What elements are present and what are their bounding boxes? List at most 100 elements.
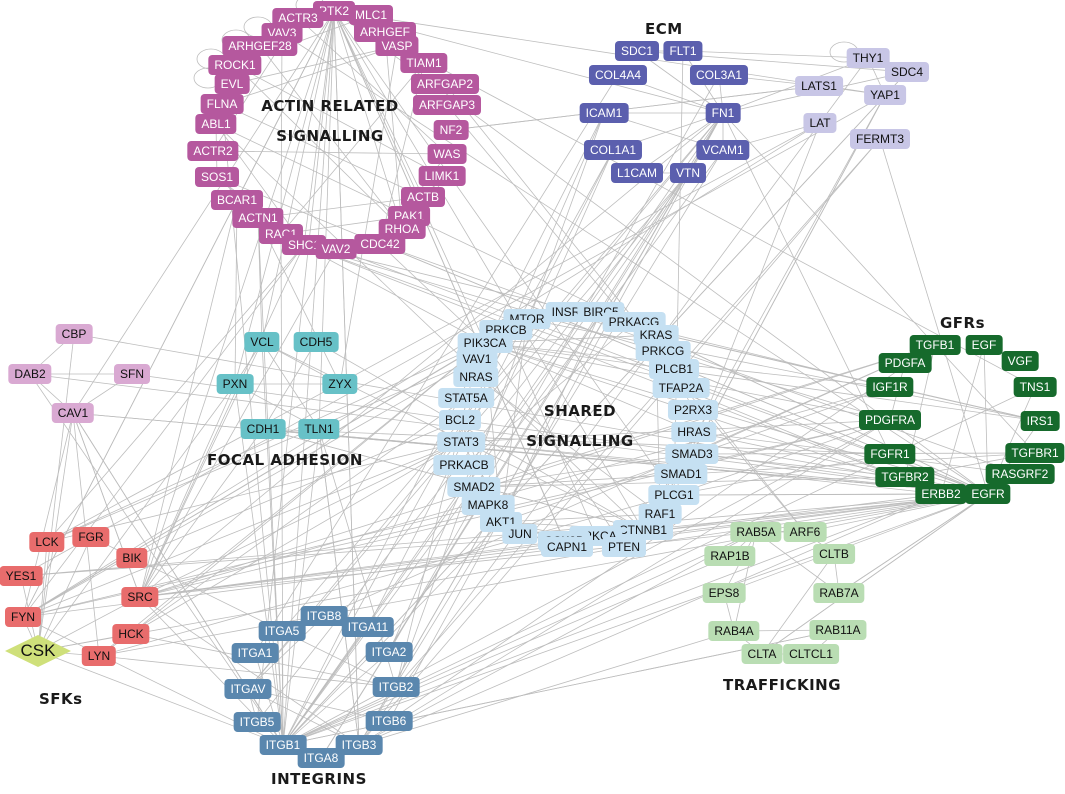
node-cdh5[interactable]: CDH5 bbox=[293, 332, 339, 352]
node-arfgap2[interactable]: ARFGAP2 bbox=[410, 74, 480, 94]
node-plcg1[interactable]: PLCG1 bbox=[648, 485, 700, 505]
node-pdgfra[interactable]: PDGFRA bbox=[858, 410, 922, 430]
node-sfn[interactable]: SFN bbox=[114, 364, 150, 384]
node-csk[interactable]: CSK bbox=[4, 634, 72, 668]
node-capn1[interactable]: CAPN1 bbox=[540, 537, 594, 557]
node-limk1[interactable]: LIMK1 bbox=[418, 166, 466, 186]
node-ctnnb1[interactable]: CTNNB1 bbox=[612, 520, 674, 540]
node-vav2[interactable]: VAV2 bbox=[315, 239, 357, 259]
node-lyn[interactable]: LYN bbox=[81, 646, 117, 666]
node-tfap2a[interactable]: TFAP2A bbox=[652, 378, 710, 398]
node-vav1[interactable]: VAV1 bbox=[456, 349, 498, 369]
node-bcl2[interactable]: BCL2 bbox=[438, 410, 482, 430]
node-hras[interactable]: HRAS bbox=[671, 422, 717, 442]
node-egf[interactable]: EGF bbox=[965, 335, 1003, 355]
node-sdc4[interactable]: SDC4 bbox=[884, 62, 930, 82]
node-rab5a[interactable]: RAB5A bbox=[730, 522, 782, 542]
node-pxn[interactable]: PXN bbox=[216, 374, 254, 394]
node-stat3[interactable]: STAT3 bbox=[437, 432, 485, 452]
node-abl1[interactable]: ABL1 bbox=[195, 114, 237, 134]
node-rab11a[interactable]: RAB11A bbox=[809, 620, 867, 640]
node-src[interactable]: SRC bbox=[121, 587, 159, 607]
node-rab7a[interactable]: RAB7A bbox=[813, 583, 865, 603]
node-cltcl1[interactable]: CLTCL1 bbox=[783, 644, 839, 664]
node-l1cam[interactable]: L1CAM bbox=[610, 163, 664, 183]
node-zyx[interactable]: ZYX bbox=[322, 374, 358, 394]
node-evl[interactable]: EVL bbox=[214, 74, 250, 94]
node-was[interactable]: WAS bbox=[427, 144, 467, 164]
node-nras[interactable]: NRAS bbox=[453, 367, 499, 387]
node-cltb[interactable]: CLTB bbox=[813, 544, 855, 564]
node-flna[interactable]: FLNA bbox=[200, 94, 244, 114]
node-rap1b[interactable]: RAP1B bbox=[704, 546, 756, 566]
node-igf1r[interactable]: IGF1R bbox=[866, 377, 914, 397]
node-itgb6[interactable]: ITGB6 bbox=[365, 711, 413, 731]
node-tns1[interactable]: TNS1 bbox=[1013, 377, 1057, 397]
node-itgb2[interactable]: ITGB2 bbox=[372, 677, 420, 697]
node-flt1[interactable]: FLT1 bbox=[663, 41, 703, 61]
node-fgfr1[interactable]: FGFR1 bbox=[864, 444, 916, 464]
node-sos1[interactable]: SOS1 bbox=[194, 167, 240, 187]
node-tiam1[interactable]: TIAM1 bbox=[400, 53, 448, 73]
node-insr[interactable]: INSR bbox=[545, 302, 587, 322]
node-fyn[interactable]: FYN bbox=[5, 607, 41, 627]
node-rasgrf2[interactable]: RASGRF2 bbox=[985, 464, 1055, 484]
node-cav1[interactable]: CAV1 bbox=[51, 403, 95, 423]
node-col4a4[interactable]: COL4A4 bbox=[588, 65, 648, 85]
node-itga5[interactable]: ITGA5 bbox=[258, 621, 306, 641]
node-clta[interactable]: CLTA bbox=[741, 644, 783, 664]
node-col1a1[interactable]: COL1A1 bbox=[583, 140, 643, 160]
node-mlc1[interactable]: MLC1 bbox=[348, 5, 394, 25]
node-smad1[interactable]: SMAD1 bbox=[654, 464, 708, 484]
node-itga8[interactable]: ITGA8 bbox=[297, 748, 345, 768]
node-prkcg[interactable]: PRKCG bbox=[635, 341, 691, 361]
node-col3a1[interactable]: COL3A1 bbox=[689, 65, 749, 85]
node-vasp[interactable]: VASP bbox=[375, 36, 419, 56]
node-arfgap3[interactable]: ARFGAP3 bbox=[412, 95, 482, 115]
node-tgfb1[interactable]: TGFB1 bbox=[909, 335, 961, 355]
node-rock1[interactable]: ROCK1 bbox=[208, 55, 262, 75]
node-arhgef28[interactable]: ARHGEF28 bbox=[222, 36, 298, 56]
node-itgb5[interactable]: ITGB5 bbox=[233, 712, 281, 732]
node-fgr[interactable]: FGR bbox=[72, 527, 110, 547]
node-smad3[interactable]: SMAD3 bbox=[665, 444, 719, 464]
node-tgfbr2[interactable]: TGFBR2 bbox=[875, 467, 935, 487]
node-smad2[interactable]: SMAD2 bbox=[447, 477, 501, 497]
node-actr2[interactable]: ACTR2 bbox=[187, 141, 239, 161]
node-plcb1[interactable]: PLCB1 bbox=[648, 359, 700, 379]
node-pik3ca[interactable]: PIK3CA bbox=[457, 333, 513, 353]
node-lck[interactable]: LCK bbox=[29, 532, 65, 552]
node-vtn[interactable]: VTN bbox=[670, 163, 706, 183]
node-tln1[interactable]: TLN1 bbox=[298, 419, 340, 439]
node-shc1[interactable]: SHC1 bbox=[281, 235, 327, 255]
node-nf2[interactable]: NF2 bbox=[433, 120, 469, 140]
node-egfr[interactable]: EGFR bbox=[965, 484, 1011, 504]
node-tgfbr1[interactable]: TGFBR1 bbox=[1005, 443, 1065, 463]
node-ptk2[interactable]: PTK2 bbox=[312, 1, 356, 21]
node-yes1[interactable]: YES1 bbox=[0, 566, 43, 586]
node-thy1[interactable]: THY1 bbox=[846, 48, 890, 68]
node-lats1[interactable]: LATS1 bbox=[795, 76, 843, 96]
node-jun[interactable]: JUN bbox=[502, 524, 538, 544]
node-stat5a[interactable]: STAT5A bbox=[438, 388, 494, 408]
node-sdc1[interactable]: SDC1 bbox=[614, 41, 660, 61]
node-vgf[interactable]: VGF bbox=[1001, 351, 1039, 371]
node-raf1[interactable]: RAF1 bbox=[638, 504, 682, 524]
node-hck[interactable]: HCK bbox=[112, 624, 150, 644]
node-dab2[interactable]: DAB2 bbox=[8, 364, 52, 384]
node-arf6[interactable]: ARF6 bbox=[783, 522, 827, 542]
node-itgav[interactable]: ITGAV bbox=[224, 679, 272, 699]
node-lat[interactable]: LAT bbox=[803, 113, 837, 133]
node-vcam1[interactable]: VCAM1 bbox=[696, 140, 750, 160]
node-fn1[interactable]: FN1 bbox=[705, 103, 741, 123]
node-itgb1[interactable]: ITGB1 bbox=[259, 735, 307, 755]
node-actb[interactable]: ACTB bbox=[400, 187, 446, 207]
node-itga2[interactable]: ITGA2 bbox=[365, 642, 413, 662]
node-pten[interactable]: PTEN bbox=[601, 537, 647, 557]
node-cdc42[interactable]: CDC42 bbox=[354, 234, 406, 254]
node-itgb3[interactable]: ITGB3 bbox=[335, 735, 383, 755]
node-itgb8[interactable]: ITGB8 bbox=[300, 606, 348, 626]
node-p2rx3[interactable]: P2RX3 bbox=[667, 400, 719, 420]
node-erbb2[interactable]: ERBB2 bbox=[915, 484, 967, 504]
node-itga11[interactable]: ITGA11 bbox=[341, 617, 395, 637]
